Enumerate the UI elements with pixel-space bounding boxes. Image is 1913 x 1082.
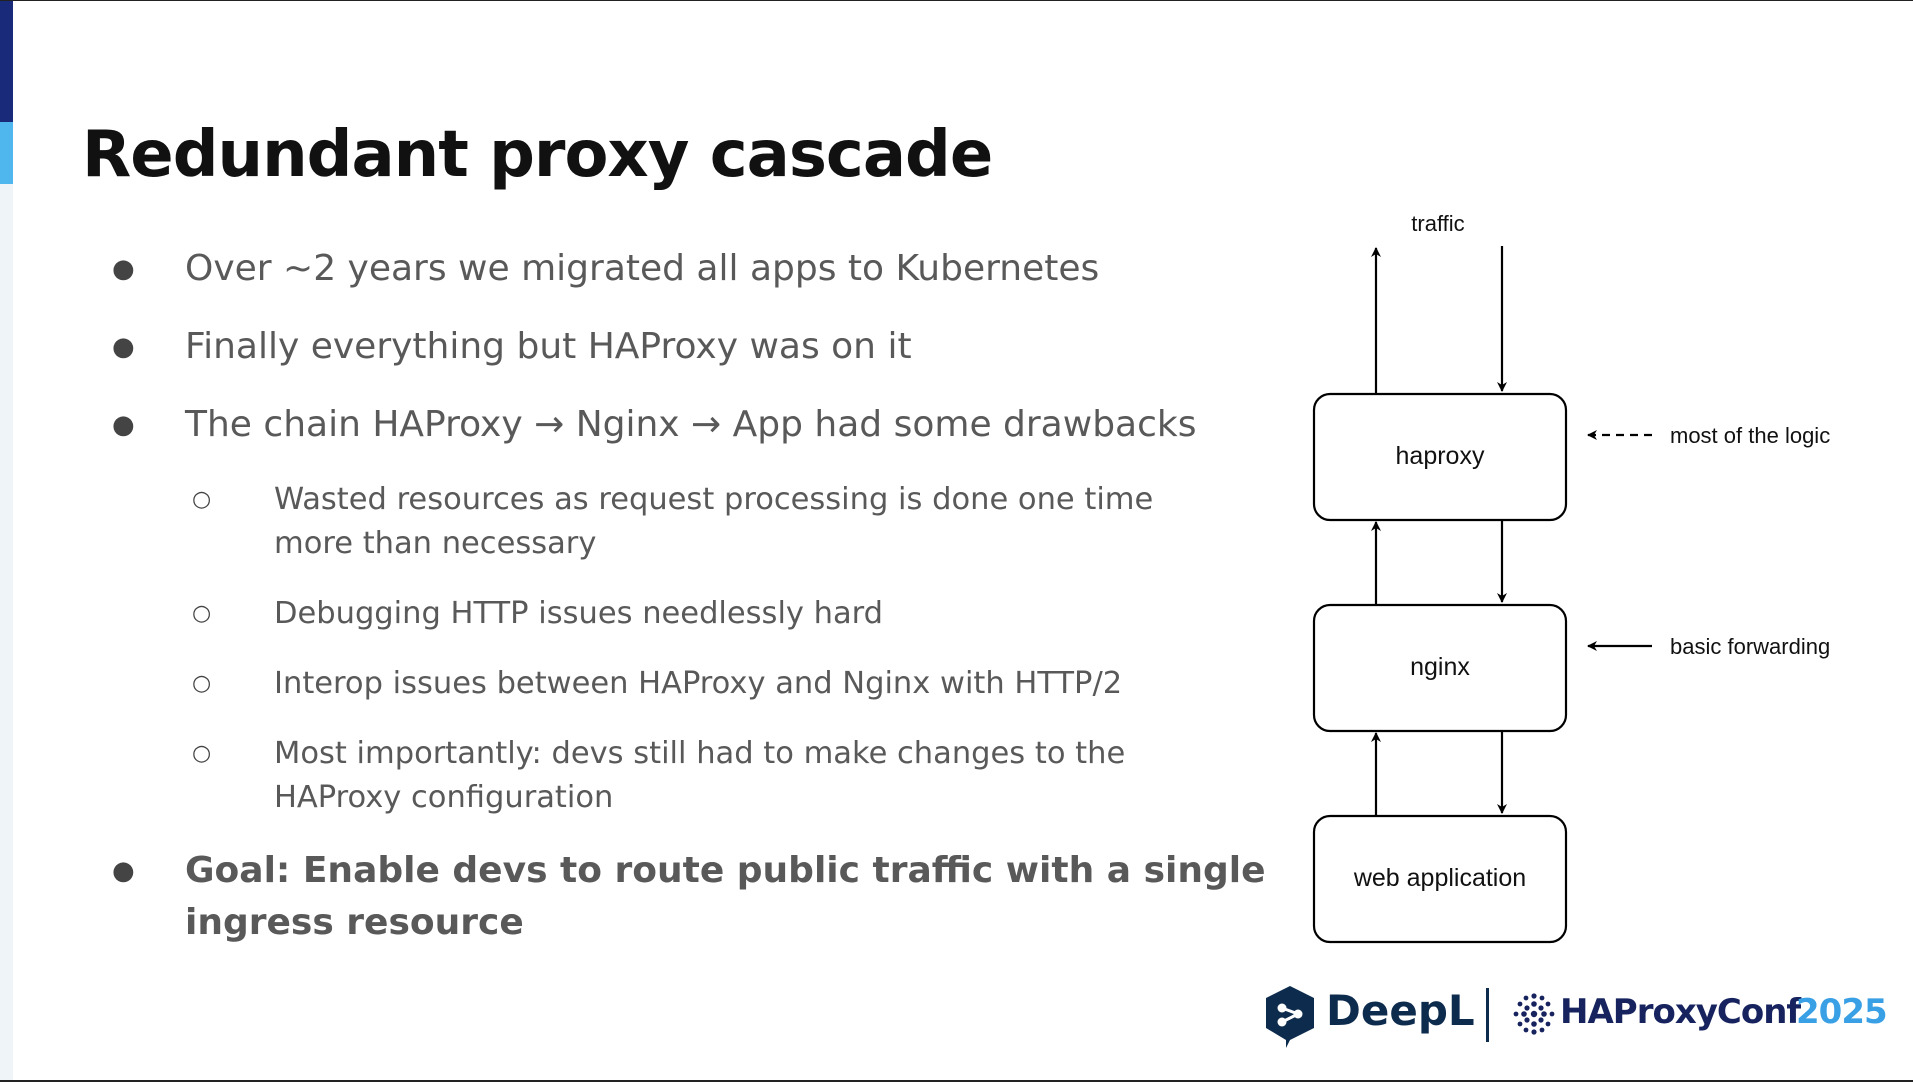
deepl-wordmark: DeepL (1326, 986, 1475, 1035)
sub-bullet-text: more than necessary (274, 526, 597, 561)
nginx-box-label: nginx (1410, 653, 1470, 681)
haproxy-box (1312, 392, 1568, 522)
web-application-box-label: web application (1353, 864, 1526, 892)
bullet-circle-icon: ○ (192, 487, 212, 512)
bullet-dot-icon: ● (112, 332, 135, 362)
nginx-annotation: basic forwarding (1670, 634, 1830, 659)
traffic-label: traffic (1411, 211, 1464, 236)
haproxyconf-year: 2025 (1796, 992, 1888, 1032)
sub-bullet-text: HAProxy configuration (274, 780, 614, 815)
nginx-box (1312, 603, 1568, 733)
bottom-border (0, 1080, 1913, 1082)
accent-bar-pale (0, 184, 13, 1080)
haproxy-box-label: haproxy (1396, 442, 1485, 470)
sub-bullet-text: Wasted resources as request processing i… (274, 482, 1154, 517)
bullet-text: The chain HAProxy → Nginx → App had some… (185, 404, 1197, 445)
footer-logos: DeepL HAProxyConf 2025 (1262, 984, 1888, 1048)
web-application-box (1312, 814, 1568, 944)
accent-bar-dark (0, 1, 13, 122)
bullet-dot-icon: ● (112, 410, 135, 440)
bullet-circle-icon: ○ (192, 601, 212, 626)
haproxyconf-logo-icon (1513, 993, 1555, 1035)
bullet-list: ● Over ~2 years we migrated all apps to … (112, 248, 1266, 943)
haproxy-annotation: most of the logic (1670, 423, 1830, 448)
bullet-dot-icon: ● (112, 856, 135, 886)
bullet-dot-icon: ● (112, 254, 135, 284)
haproxyconf-wordmark: HAProxyConf (1560, 992, 1801, 1032)
logo-divider (1486, 988, 1489, 1042)
goal-text: ingress resource (185, 902, 524, 943)
deepl-logo-icon (1266, 986, 1314, 1048)
slide-title: Redundant proxy cascade (82, 118, 993, 192)
accent-bar-light (0, 122, 13, 184)
bullet-text: Finally everything but HAProxy was on it (185, 326, 912, 367)
bullet-circle-icon: ○ (192, 741, 212, 766)
sub-bullet-text: Debugging HTTP issues needlessly hard (274, 596, 884, 631)
proxy-diagram: traffic haproxy nginx web application mo… (1312, 211, 1830, 944)
goal-text: Goal: Enable devs to route public traffi… (185, 850, 1266, 891)
bullet-circle-icon: ○ (192, 671, 212, 696)
sub-bullet-text: Interop issues between HAProxy and Nginx… (274, 666, 1123, 701)
top-border (0, 0, 1913, 1)
sub-bullet-text: Most importantly: devs still had to make… (274, 736, 1126, 771)
bullet-text: Over ~2 years we migrated all apps to Ku… (185, 248, 1100, 289)
